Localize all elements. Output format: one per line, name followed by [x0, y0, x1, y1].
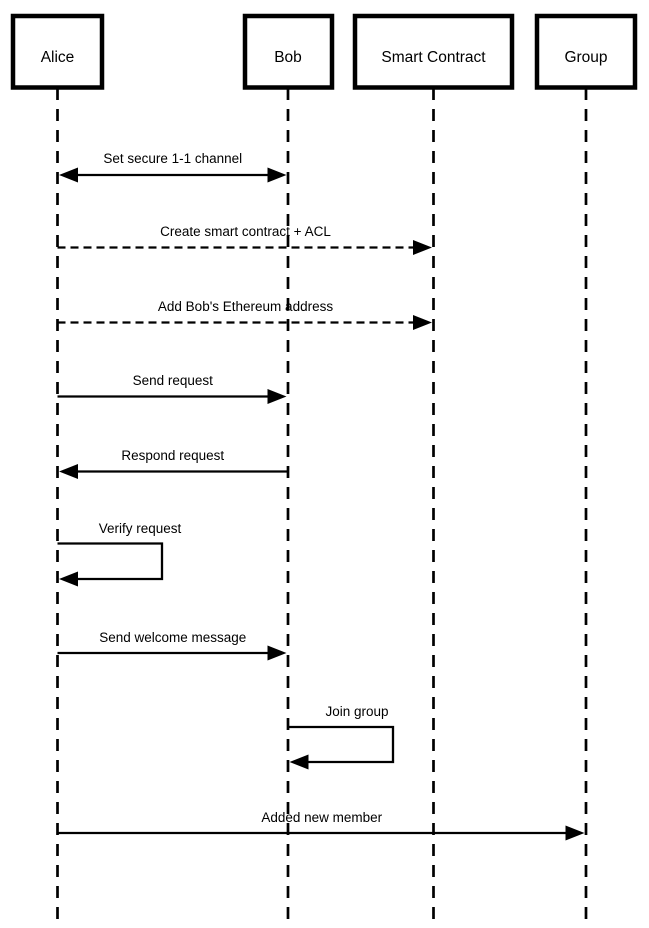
arrowhead-left-icon — [289, 754, 309, 770]
actor-bob: Bob — [242, 13, 335, 90]
message-self-loop — [288, 725, 395, 764]
message-label: Add Bob's Ethereum address — [158, 299, 333, 314]
actor-label-group: Group — [564, 49, 607, 66]
message-label: Respond request — [121, 448, 224, 463]
message-label: Set secure 1-1 channel — [103, 151, 242, 166]
arrowhead-right-icon — [413, 240, 432, 255]
lifelines — [56, 88, 588, 921]
message-label: Verify request — [99, 521, 182, 536]
message-send-welcome: Send welcome message — [57, 630, 287, 661]
arrowhead-left-icon — [59, 571, 78, 587]
arrowhead-right-icon — [267, 645, 287, 661]
message-join-group: Join group — [288, 704, 395, 770]
message-add-ethereum-address: Add Bob's Ethereum address — [57, 299, 432, 330]
arrowhead-right-icon — [267, 389, 287, 404]
arrowhead-right-icon — [267, 167, 287, 183]
actor-group: Group — [534, 13, 638, 90]
message-added-new-member: Added new member — [57, 810, 585, 841]
arrowhead-left-icon — [59, 464, 78, 479]
message-respond-request: Respond request — [59, 448, 288, 479]
actor-label-smart-contract: Smart Contract — [381, 49, 486, 66]
actor-box-bob — [242, 13, 335, 90]
message-label: Create smart contract + ACL — [160, 224, 331, 239]
arrowhead-left-icon — [59, 167, 78, 183]
actor-box-group — [534, 13, 638, 90]
actor-label-alice: Alice — [41, 49, 75, 66]
message-verify-request: Verify request — [57, 521, 182, 587]
message-set-secure-channel: Set secure 1-1 channel — [59, 151, 287, 183]
arrowhead-right-icon — [565, 825, 585, 841]
message-self-loop — [57, 542, 164, 581]
message-create-smart-contract: Create smart contract + ACL — [57, 224, 432, 255]
actor-label-bob: Bob — [274, 49, 302, 66]
actor-box-alice — [10, 13, 105, 90]
message-label: Send request — [133, 373, 214, 388]
actor-box-smart-contract — [352, 13, 515, 90]
message-label: Join group — [325, 704, 388, 719]
actor-alice: Alice — [10, 13, 105, 90]
actor-smart-contract: Smart Contract — [352, 13, 515, 90]
message-label: Send welcome message — [99, 630, 246, 645]
message-label: Added new member — [261, 810, 382, 825]
message-send-request: Send request — [57, 373, 287, 404]
arrowhead-right-icon — [413, 315, 432, 330]
